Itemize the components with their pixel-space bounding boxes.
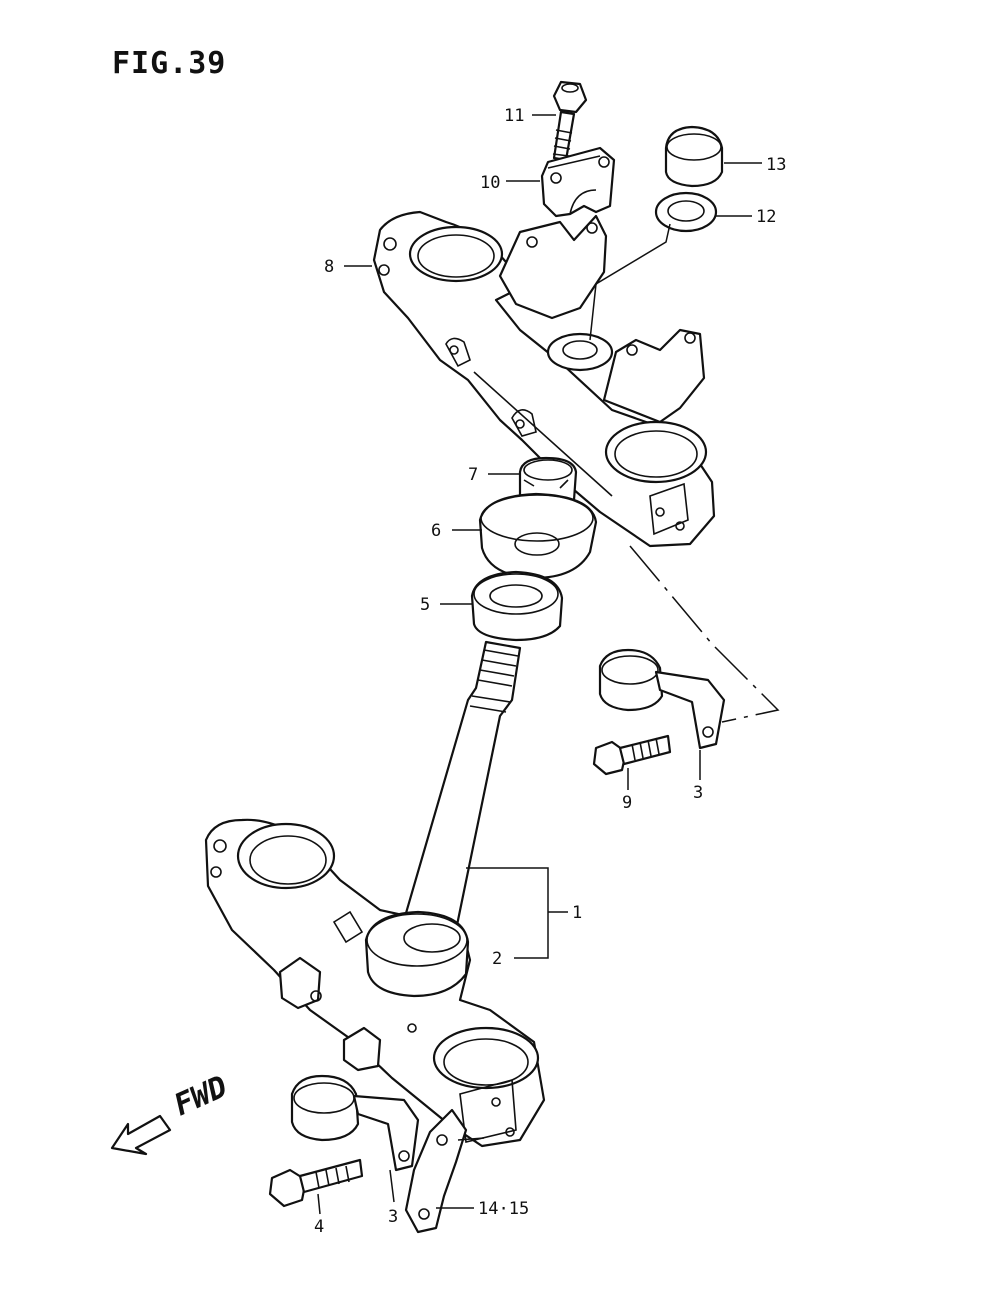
part-3-holder-upper (598, 648, 726, 750)
callout-1: 1 (572, 903, 582, 923)
callout-labels: 11 10 13 12 8 7 6 5 3 9 1 2 14·15 3 4 (314, 106, 786, 1237)
handlebar-holder-lower-left (498, 214, 608, 320)
part-3-holder-lower (290, 1074, 420, 1172)
callout-3-upper: 3 (693, 783, 703, 803)
callout-14-15: 14·15 (478, 1199, 529, 1219)
callout-7: 7 (468, 465, 478, 485)
callout-10: 10 (480, 173, 500, 193)
part-11-bolt (552, 80, 588, 162)
callout-5: 5 (420, 595, 430, 615)
part-10-handlebar-holder-upper (540, 146, 616, 218)
figure-title: FIG.39 (112, 46, 227, 81)
callout-9: 9 (622, 793, 632, 813)
forward-arrow-icon (110, 1114, 172, 1156)
callout-13: 13 (766, 155, 786, 175)
leader-lines (317, 114, 780, 1215)
part-12-washer (654, 191, 718, 233)
callout-11: 11 (504, 106, 524, 126)
callout-6: 6 (431, 521, 441, 541)
washer-on-bracket (546, 332, 614, 372)
handlebar-holder-lower-right (602, 328, 706, 424)
forward-direction-indicator: FWD (110, 1069, 233, 1156)
callout-12: 12 (756, 207, 776, 227)
callout-2: 2 (492, 949, 502, 969)
callout-8: 8 (324, 257, 334, 277)
part-4-bolt (268, 1158, 364, 1208)
part-9-bolt (592, 734, 672, 776)
part-14-15-plate (404, 1108, 485, 1234)
part-2-lower-bearing (364, 910, 470, 998)
part-1-steering-stem (402, 640, 522, 932)
part-13-cap (664, 125, 724, 188)
callout-3-lower: 3 (388, 1207, 398, 1227)
part-5-bearing (470, 570, 564, 642)
part-6-dust-seal (478, 492, 598, 580)
fwd-label: FWD (169, 1069, 233, 1123)
callout-4: 4 (314, 1217, 324, 1237)
